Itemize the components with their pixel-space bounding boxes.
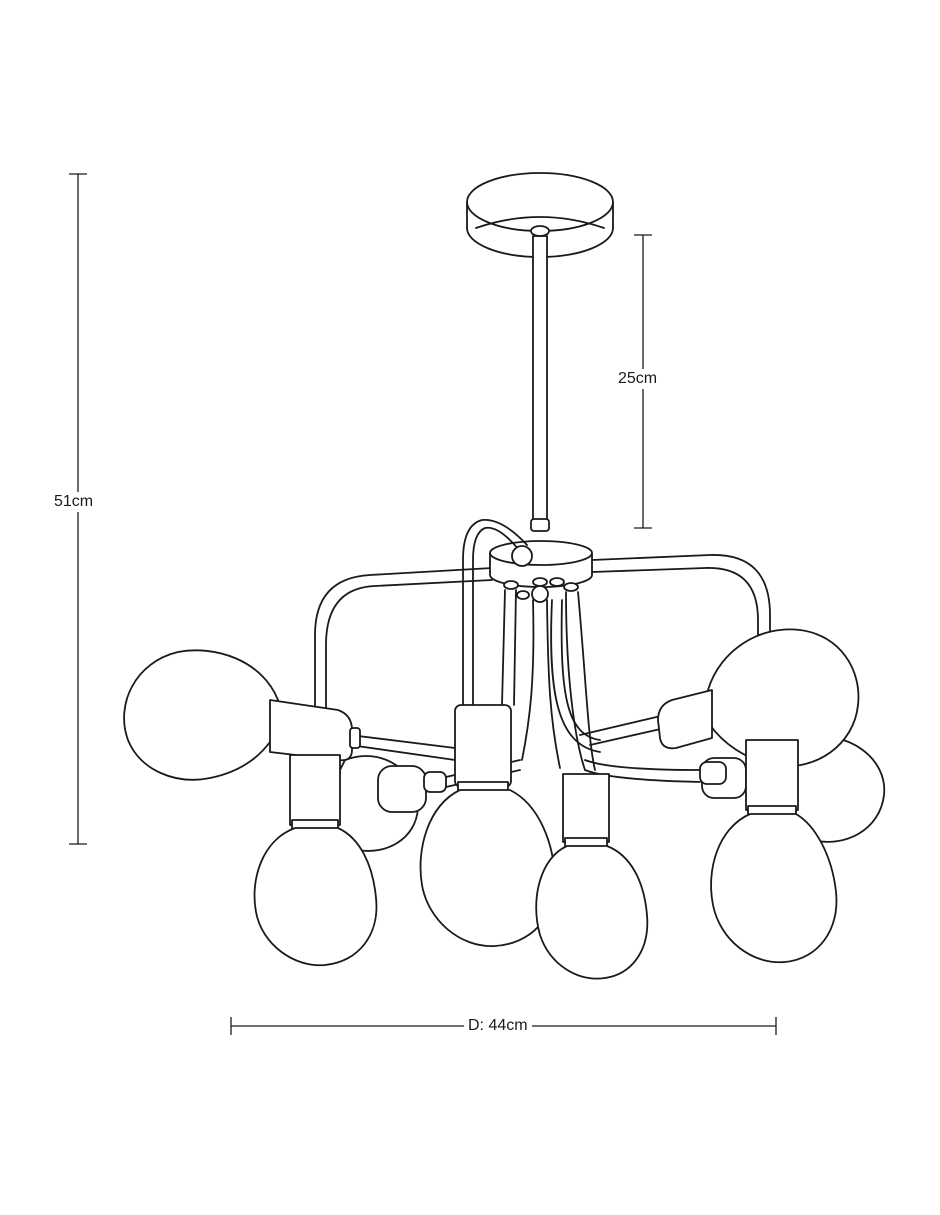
bulb-back-left	[325, 755, 447, 852]
bulb-lower-right	[699, 739, 838, 964]
bulb-lower-middle-right	[535, 773, 649, 980]
drop-dimension-label: 25cm	[614, 369, 662, 389]
height-dimension-label: 51cm	[50, 492, 98, 512]
drop-rod	[530, 225, 550, 532]
diameter-dimension-label: D: 44cm	[464, 1016, 532, 1036]
bulb-lower-left	[253, 754, 378, 967]
bulb-right	[657, 628, 860, 767]
bulb-lower-center	[419, 704, 556, 947]
center-stems	[501, 589, 601, 771]
curled-top-arm	[462, 519, 533, 706]
bulb-left	[123, 649, 361, 781]
